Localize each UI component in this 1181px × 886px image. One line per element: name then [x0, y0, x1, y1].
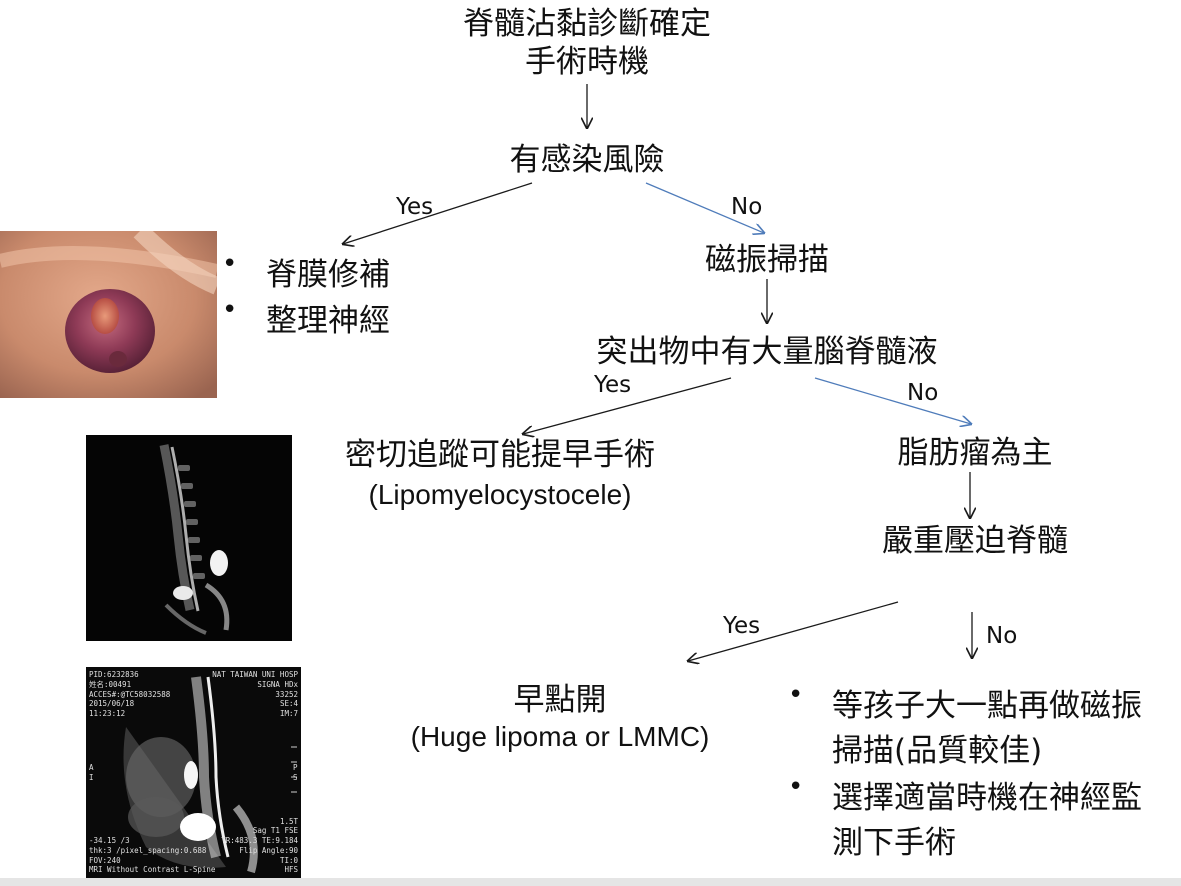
mri-marker-a: A: [89, 763, 94, 772]
mri-accession: ACCES#:@TC58032588: [89, 689, 171, 699]
slide-bottom-bar: [0, 878, 1181, 886]
mri-time: 11:23:12: [89, 709, 126, 718]
bullet-icon: •: [222, 249, 238, 279]
follow-up-node-line2: (Lipomyelocystocele): [368, 479, 632, 510]
mri-scanner: SIGNA HDx: [257, 679, 298, 689]
infection-no-label: No: [731, 194, 763, 220]
wait-mri-line1: 等孩子大一點再做磁振: [832, 688, 1142, 724]
csf-yes-label: Yes: [594, 372, 632, 398]
monitored-surgery-line1: 選擇適當時機在神經監: [832, 780, 1142, 816]
infection-yes-label: Yes: [396, 194, 434, 220]
wait-mri-line2: 掃描(品質較佳): [832, 733, 1043, 769]
csf-no-label: No: [907, 380, 939, 406]
mri-marker-i: I: [89, 773, 94, 782]
mri-tr-te: TR:483.3 TE:9.184: [221, 836, 298, 845]
root-node-line2: 手術時機: [525, 44, 649, 80]
mri-image-sagittal-t1: PID:6232836 姓名:00491 ACCES#:@TC58032588 …: [86, 667, 301, 879]
arrow-infection-no: [645, 182, 764, 233]
early-open-node-line1: 早點開: [513, 682, 607, 718]
arrow-csf-yes: [523, 377, 732, 434]
list-item: • 整理神經: [222, 295, 390, 340]
list-item: • 等孩子大一點再做磁振 掃描(品質較佳): [788, 680, 1142, 770]
mri-orientation: HFS: [284, 865, 298, 875]
lipoma-main-node: 脂肪瘤為主: [897, 435, 1053, 471]
bullet-icon: •: [788, 680, 804, 710]
mri-image-number: IM:7: [279, 709, 298, 718]
mri-fov: FOV:240: [89, 855, 121, 865]
no-action-list: • 等孩子大一點再做磁振 掃描(品質較佳) • 選擇適當時機在神經監 測下手術: [788, 680, 1142, 862]
mri-image-sagittal-t2: [86, 435, 292, 641]
mri-thickness: thk:3 /pixel_spacing:0.688: [89, 845, 207, 855]
mri-patient-id: PID:6232836: [89, 670, 139, 679]
mri-scan-node: 磁振掃描: [705, 242, 829, 278]
mri-marker-s: S: [293, 773, 298, 782]
yes-action-list: • 脊膜修補 • 整理神經: [222, 249, 390, 340]
mri-patient-name: 姓名:00491: [89, 679, 132, 689]
mri-series: SE:4: [279, 699, 298, 709]
list-item: • 選擇適當時機在神經監 測下手術: [788, 772, 1142, 862]
mri-study-number: 33252: [275, 689, 298, 699]
early-open-node-line2: (Huge lipoma or LMMC): [410, 721, 710, 752]
mri-overlay-top-right: NAT TAIWAN UNI HOSP SIGNA HDx 33252 SE:4…: [212, 670, 298, 719]
list-item: • 脊膜修補: [222, 249, 390, 294]
csf-question-node: 突出物中有大量腦脊髓液: [596, 334, 938, 370]
mri-ti: TI:0: [279, 855, 298, 865]
mri-t1-drawing: [123, 676, 297, 874]
bullet-icon: •: [788, 772, 804, 802]
arrow-infection-yes: [343, 182, 533, 244]
mri-slice-position: -34.15 /3: [89, 836, 130, 845]
mri-overlay-bottom-left: -34.15 /3 thk:3 /pixel_spacing:0.688 FOV…: [89, 836, 215, 875]
lesion-photo: [0, 231, 217, 398]
mri-marker-p: P: [293, 763, 298, 772]
mri-overlay-top-left: PID:6232836 姓名:00491 ACCES#:@TC58032588 …: [89, 670, 170, 719]
mri-hospital: NAT TAIWAN UNI HOSP: [212, 670, 298, 679]
arrow-csf-no: [814, 377, 971, 424]
lesion-photo-drawing: [0, 231, 217, 398]
follow-up-node-line1: 密切追蹤可能提早手術: [345, 437, 655, 473]
monitored-surgery-line2: 測下手術: [832, 825, 956, 861]
arrow-compression-yes: [688, 601, 899, 661]
mri-overlay-bottom-right: 1.5T Sag T1 FSE TR:483.3 TE:9.184 Flip A…: [221, 817, 298, 876]
severe-compression-node: 嚴重壓迫脊髓: [882, 523, 1068, 559]
infection-risk-node: 有感染風險: [509, 142, 665, 178]
mri-field-strength: 1.5T: [279, 816, 298, 826]
mri-sequence: Sag T1 FSE: [252, 826, 298, 836]
compression-no-label: No: [986, 623, 1018, 649]
root-node-line1: 脊髓沾黏診斷確定: [463, 6, 711, 42]
action-spinal-repair: 脊膜修補: [266, 257, 390, 293]
compression-yes-label: Yes: [723, 613, 761, 639]
mri-date: 2015/06/18: [89, 699, 135, 709]
action-nerve-untether: 整理神經: [266, 303, 390, 339]
bullet-icon: •: [222, 295, 238, 325]
mri-t2-drawing: [159, 444, 230, 635]
mri-protocol: MRI Without Contrast L-Spine: [89, 865, 216, 875]
mri-flip-angle: Flip Angle:90: [239, 845, 298, 855]
